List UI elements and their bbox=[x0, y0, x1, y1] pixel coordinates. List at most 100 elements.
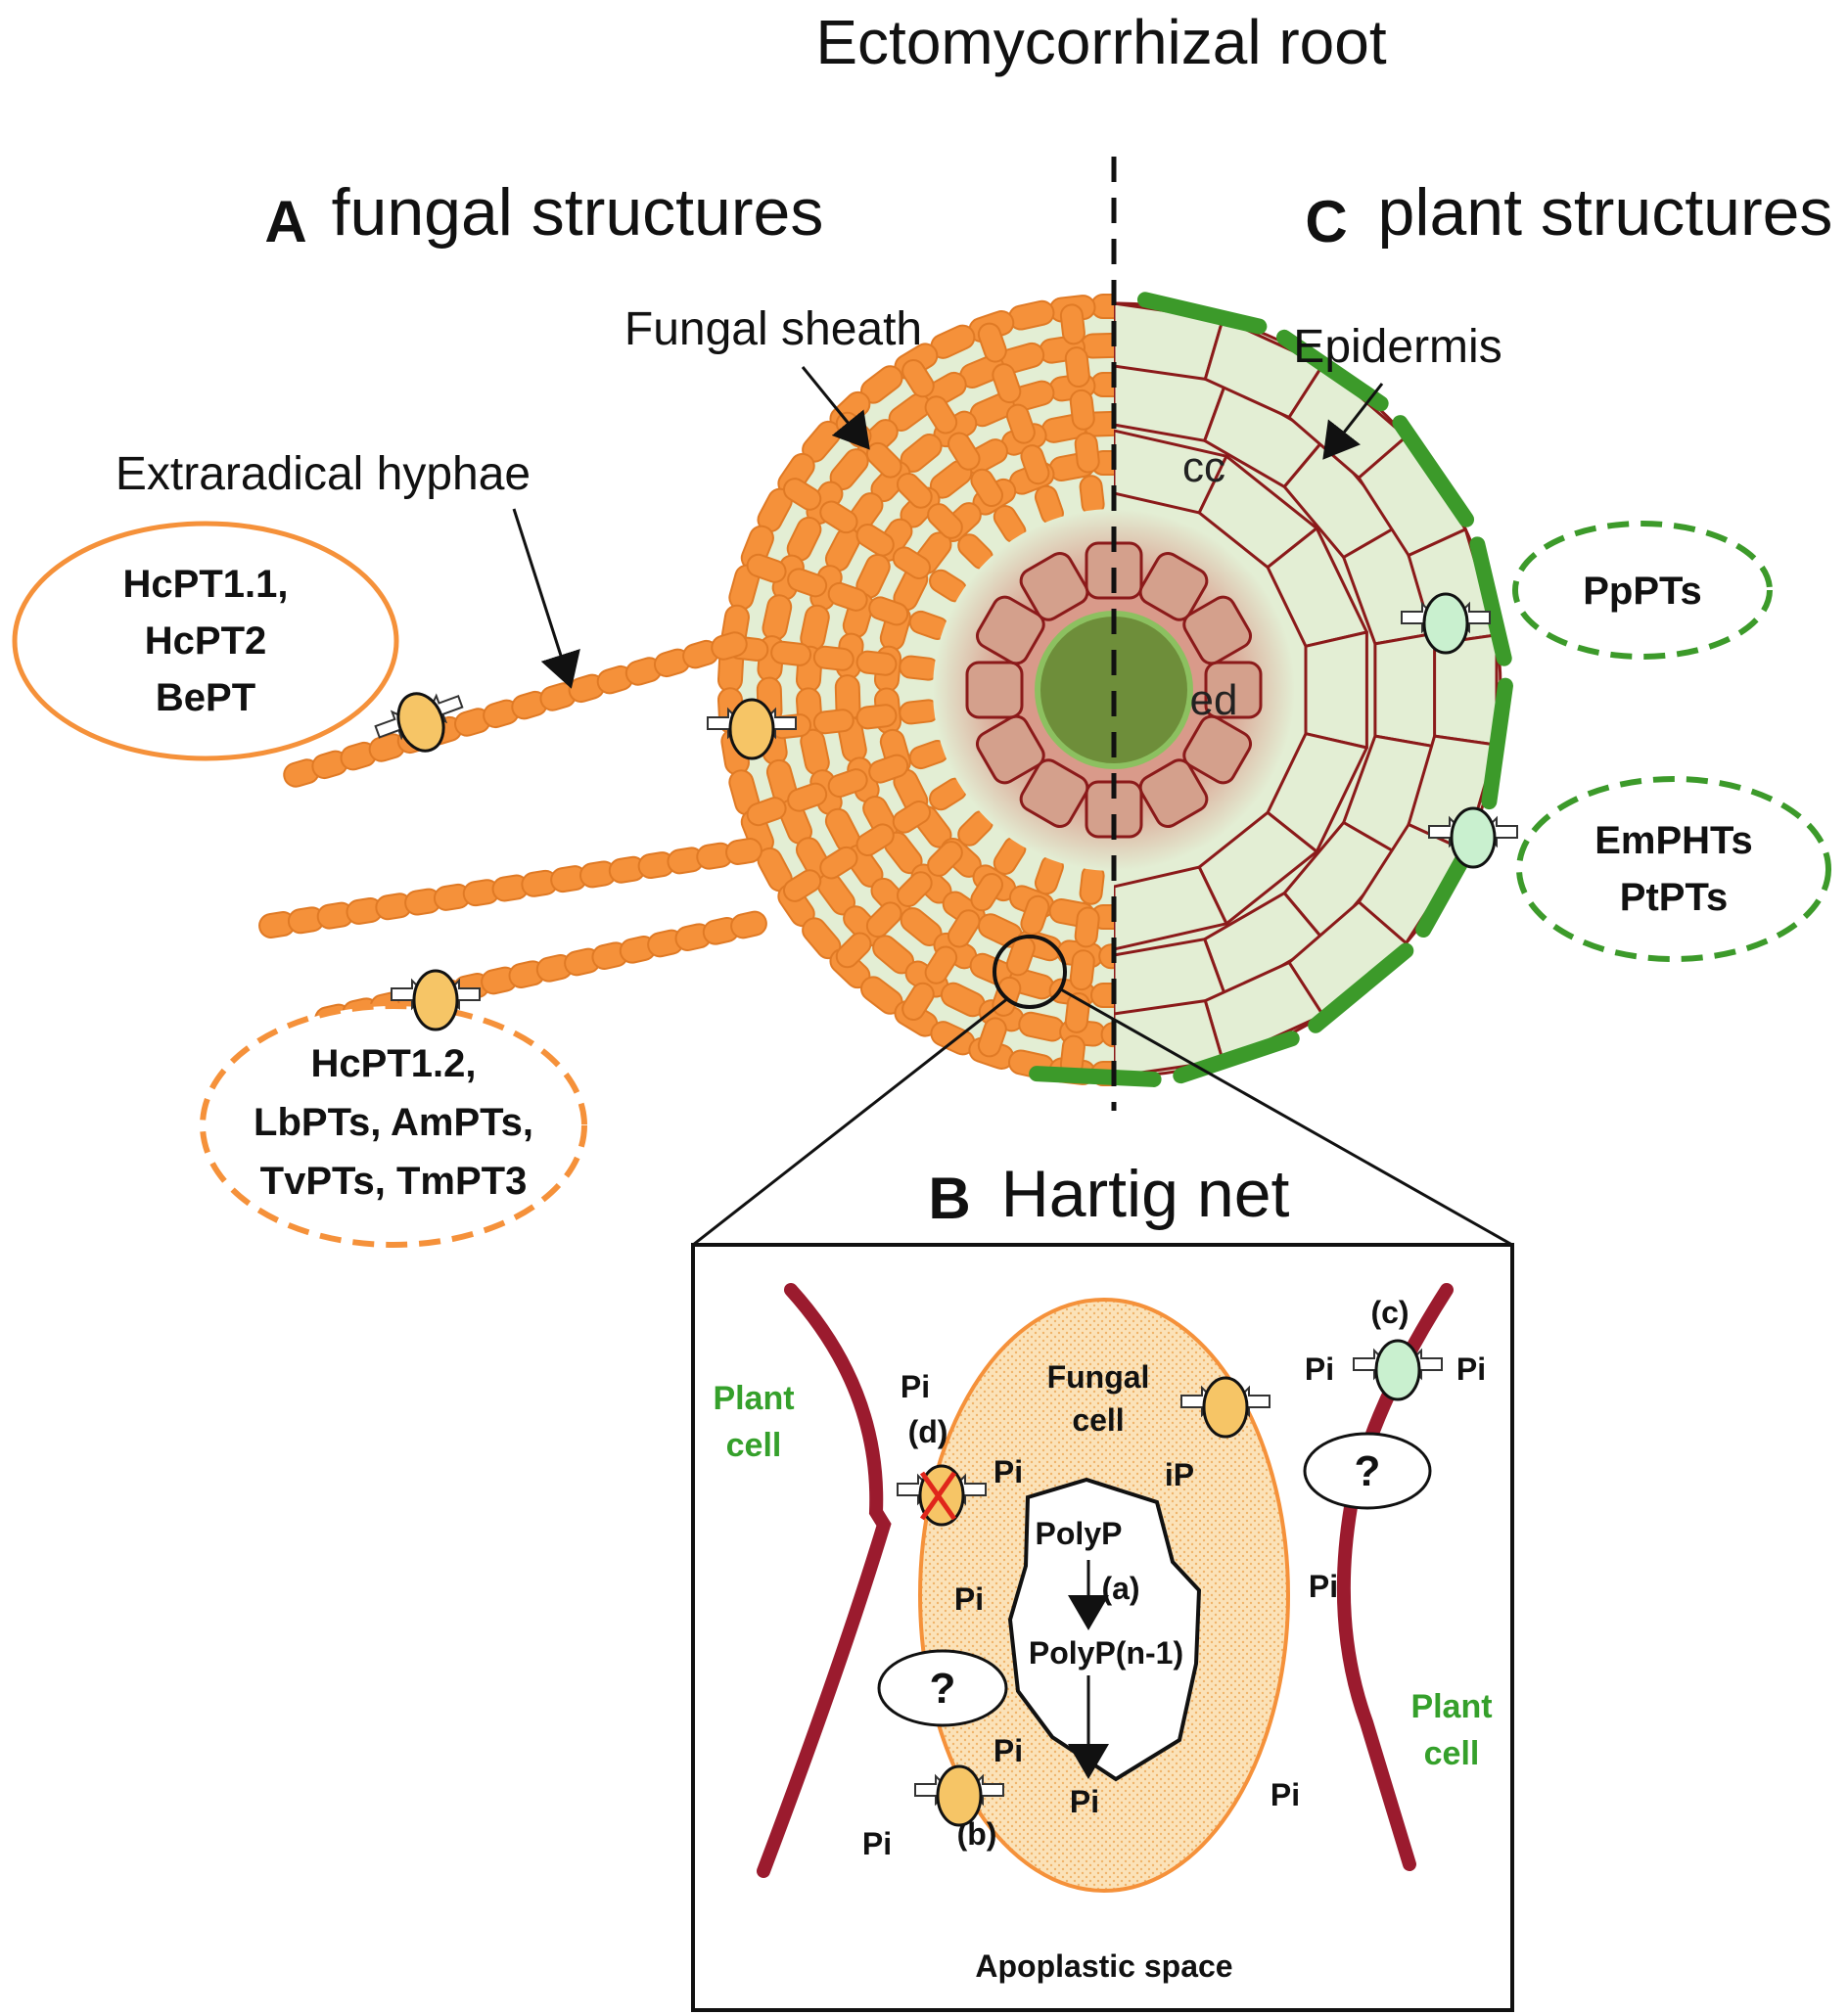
epidermis-label: Epidermis bbox=[1293, 321, 1502, 373]
fungal-transporter-bottom-3: TvPTs, TmPT3 bbox=[260, 1160, 528, 1203]
hartig-cell bbox=[855, 704, 898, 730]
pi-label-1: Pi bbox=[901, 1369, 930, 1404]
endodermis-cell bbox=[975, 714, 1045, 785]
extraradical-hyphae-label: Extraradical hyphae bbox=[116, 448, 531, 500]
hartig-cell bbox=[855, 823, 895, 857]
pi-label-10: Pi bbox=[1456, 1351, 1486, 1387]
epidermis-cell bbox=[1308, 942, 1414, 1033]
epidermis-cell bbox=[1469, 536, 1512, 666]
endodermis-label: ed bbox=[1190, 676, 1238, 724]
step-c-label: (c) bbox=[1370, 1295, 1409, 1330]
pi-label-5: Pi bbox=[993, 1733, 1023, 1768]
plant-transporter-bottom-1: EmPHTs bbox=[1594, 819, 1753, 862]
hartig-transporter-icons bbox=[897, 1339, 1443, 1827]
unknown-exporter-fungal bbox=[877, 1649, 1008, 1727]
fungal-cell-label-2: cell bbox=[1072, 1402, 1124, 1438]
pi-label-4: Pi bbox=[1070, 1784, 1099, 1819]
pi-label-3: Pi bbox=[954, 1581, 984, 1617]
hartig-cell bbox=[1074, 432, 1100, 474]
cortex-cell bbox=[1114, 938, 1228, 1020]
plant-cell-right-label-2: cell bbox=[1424, 1735, 1480, 1772]
plant-cell-wall-left bbox=[757, 1283, 892, 1878]
plant-transporters-bottom-bubble bbox=[1516, 776, 1831, 962]
hartig-cell bbox=[746, 797, 787, 827]
epidermis-cell bbox=[1481, 677, 1513, 810]
hartig-cell bbox=[865, 901, 902, 939]
fungal-sheath-pointer bbox=[801, 366, 870, 450]
pi-label-8: Pi bbox=[1309, 1569, 1338, 1604]
zoom-line-left bbox=[692, 996, 1009, 1247]
hartig-cell bbox=[901, 982, 935, 1021]
hartig-cell bbox=[827, 581, 868, 612]
hartig-cell bbox=[835, 932, 872, 969]
hartig-cell bbox=[896, 871, 933, 908]
plant-transporter-top-1: PpPTs bbox=[1583, 570, 1702, 613]
plant-transporter-bottom-2: PtPTs bbox=[1620, 876, 1728, 919]
hartig-cell bbox=[924, 395, 958, 435]
ip-label: iP bbox=[1165, 1457, 1194, 1492]
endodermis-cells bbox=[965, 541, 1263, 839]
fungal-sheath-label: Fungal sheath bbox=[624, 303, 922, 355]
hartig-cell bbox=[977, 1017, 1007, 1058]
hypha-cell-middle bbox=[725, 838, 762, 865]
hartig-cell bbox=[812, 645, 855, 671]
fungal-transporter-top-1: HcPT1.1, bbox=[123, 563, 289, 606]
hartig-cell bbox=[787, 568, 828, 598]
hartig-cell bbox=[783, 869, 822, 902]
endodermis-cell bbox=[1204, 661, 1263, 719]
panel-c-letter: C bbox=[1305, 189, 1347, 254]
fungal-transporters-bottom-bubble bbox=[200, 1003, 587, 1248]
polyp-n1-label: PolyP(n-1) bbox=[1029, 1635, 1183, 1671]
fungal-cell-label-1: Fungal bbox=[1047, 1359, 1150, 1395]
hartig-cell bbox=[892, 546, 932, 579]
panel-b-title: Hartig net bbox=[1001, 1157, 1290, 1231]
hypha-cell-lower bbox=[730, 910, 767, 939]
hartig-cell bbox=[827, 768, 868, 799]
plant-cell-right-label-1: Plant bbox=[1410, 1688, 1492, 1725]
plant-transporter-icon bbox=[1428, 806, 1518, 869]
diagram-title: Ectomycorrhizal root bbox=[815, 7, 1387, 77]
cortex-cell bbox=[1373, 631, 1439, 749]
unknown-importer-plant-mark: ? bbox=[1355, 1447, 1381, 1495]
apoplastic-space-label: Apoplastic space bbox=[975, 1948, 1232, 1984]
hartig-cell bbox=[787, 782, 828, 812]
sheath-cell bbox=[1090, 983, 1114, 1008]
cortex-cell bbox=[1304, 630, 1368, 750]
endodermis-cell bbox=[975, 595, 1045, 665]
epidermis-cell bbox=[1136, 292, 1268, 335]
step-d-label: (d) bbox=[908, 1414, 948, 1449]
hartig-cell bbox=[855, 523, 895, 557]
endodermis-cell bbox=[1182, 714, 1253, 785]
hartig-cell bbox=[1069, 389, 1095, 431]
endodermis-cell bbox=[1019, 551, 1089, 621]
step-a-label: (a) bbox=[1101, 1571, 1139, 1606]
fungal-transporter-icon bbox=[391, 969, 481, 1031]
fungal-transporter-top-3: BePT bbox=[156, 676, 255, 719]
hartig-cell bbox=[970, 872, 1003, 912]
unknown-exporter-fungal-mark: ? bbox=[930, 1665, 956, 1713]
hartig-cell bbox=[947, 909, 981, 948]
hartig-cell bbox=[1069, 949, 1095, 991]
root-transporter-icons bbox=[374, 592, 1518, 1031]
fungal-transporter-bottom-2: LbPTs, AmPTs, bbox=[254, 1101, 533, 1144]
hartig-cell bbox=[868, 754, 909, 784]
pi-label-6: Pi bbox=[862, 1826, 892, 1861]
hartig-cell bbox=[819, 500, 858, 534]
plant-transporter-icon bbox=[1401, 592, 1491, 655]
hartig-cell bbox=[992, 363, 1022, 404]
hartig-cell bbox=[977, 322, 1007, 363]
sheath-cell bbox=[1098, 942, 1114, 970]
hypha-cell-upper bbox=[711, 631, 748, 661]
hartig-cell bbox=[896, 472, 933, 509]
epidermis-cell bbox=[1275, 329, 1389, 412]
fungal-transporter-icon bbox=[914, 1764, 1004, 1827]
endodermis-cell bbox=[1182, 595, 1253, 665]
cortex-cell bbox=[1114, 865, 1228, 951]
epidermis-cell bbox=[1029, 1066, 1162, 1087]
extraradical-hyphae-pointer bbox=[512, 508, 580, 689]
cortex-cell bbox=[1114, 999, 1224, 1078]
panel-a-letter: A bbox=[264, 189, 306, 254]
hartig-cell bbox=[855, 650, 898, 676]
hartig-cell bbox=[1005, 403, 1036, 444]
